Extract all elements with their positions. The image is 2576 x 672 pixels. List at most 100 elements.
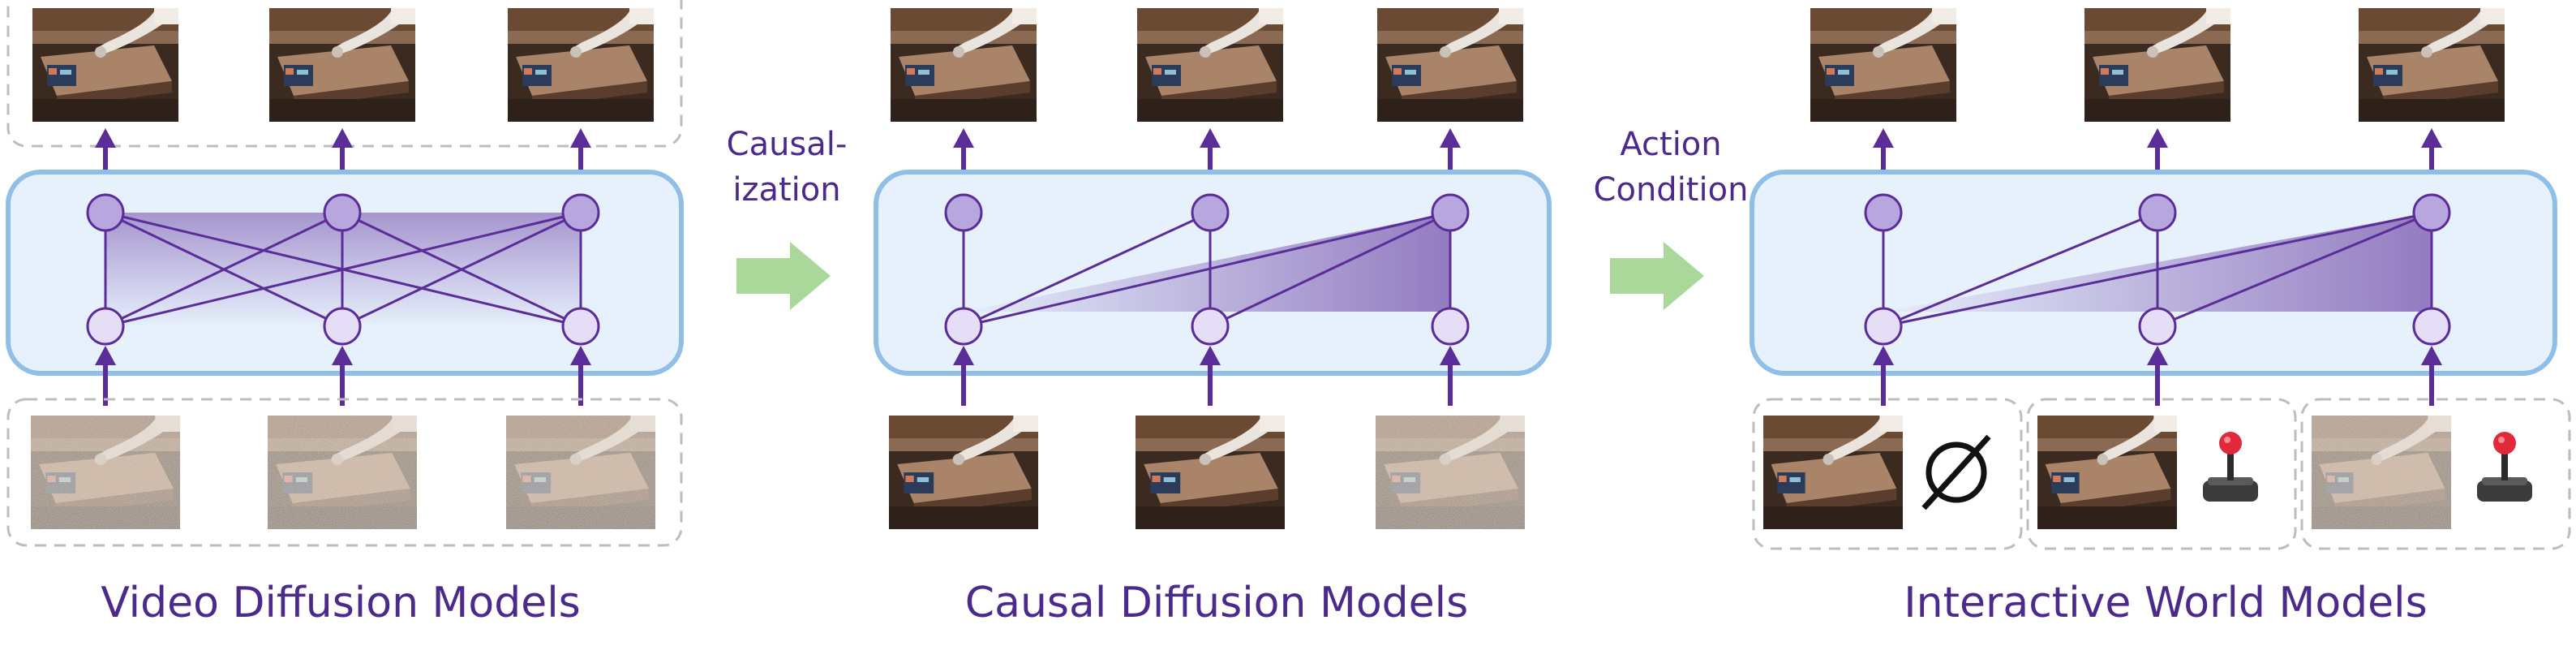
- joystick-knob: [2493, 432, 2516, 454]
- output-node: [323, 193, 362, 232]
- joystick-top: [2208, 477, 2253, 485]
- empty-set-slash: [1921, 434, 1991, 510]
- arrow-head: [1200, 128, 1221, 148]
- input-arrow: [1440, 346, 1461, 406]
- transition-line-2: ization: [732, 171, 841, 209]
- input-node: [1431, 307, 1470, 346]
- joystick-knob-highlight: [2498, 437, 2505, 443]
- input-arrow: [953, 346, 974, 406]
- output-frame: [2084, 8, 2230, 122]
- noise-grain: [2312, 416, 2451, 529]
- frame-image: [269, 8, 415, 122]
- input-node: [1864, 307, 1903, 346]
- attention-edge: [105, 211, 343, 328]
- arrow-head: [1440, 346, 1461, 365]
- action-input-group-border: [2300, 398, 2571, 550]
- attention-edge: [963, 211, 1451, 328]
- joystick-knob-highlight: [2224, 437, 2230, 443]
- transition-arrow-shaft: [736, 258, 793, 294]
- arrow-head: [1200, 346, 1221, 365]
- action-input-group-border: [1752, 398, 2023, 550]
- output-node: [1864, 193, 1903, 232]
- output-frame: [508, 8, 654, 122]
- joystick-base: [2203, 480, 2258, 502]
- noisy-input-frame: [2312, 416, 2451, 529]
- arrow-head: [1440, 128, 1461, 148]
- panel-title-causal-diffusion: Causal Diffusion Models: [964, 579, 1469, 627]
- input-arrow: [2421, 346, 2442, 406]
- frame-image: [889, 416, 1038, 529]
- input-node: [561, 307, 600, 346]
- transition-arrow-shaft: [1610, 258, 1667, 294]
- attention-edge: [1209, 211, 1451, 328]
- panel-title-interactive-world: Interactive World Models: [1904, 579, 2428, 627]
- joystick-stick: [2227, 448, 2234, 480]
- arrow-head: [570, 346, 591, 365]
- output-node: [944, 193, 983, 232]
- output-node: [2412, 193, 2451, 232]
- arrow-head: [953, 346, 974, 365]
- arrow-head: [1873, 128, 1894, 148]
- arrow-head: [2421, 128, 2442, 148]
- transition-line-2: Condition: [1593, 171, 1749, 209]
- joystick-top: [2482, 477, 2527, 485]
- input-arrow: [2147, 346, 2168, 406]
- arrow-head: [95, 346, 116, 365]
- frame-image: [2084, 8, 2230, 122]
- joystick-icon: [2203, 432, 2258, 502]
- noisy-input-frame: [506, 416, 655, 529]
- input-group-dashed-border: [6, 398, 683, 547]
- frame-image: [1136, 416, 1285, 529]
- input-arrow: [1200, 346, 1221, 406]
- arrow-head: [1873, 346, 1894, 365]
- transition-label-action-condition: Action Condition: [1590, 122, 1752, 213]
- arrow-head: [2147, 346, 2168, 365]
- frame-image: [32, 8, 178, 122]
- attention-edge: [1883, 211, 2158, 328]
- frame-image: [1810, 8, 1956, 122]
- output-frame: [269, 8, 415, 122]
- frame-image: [1137, 8, 1283, 122]
- output-frame: [1137, 8, 1283, 122]
- attention-edge: [963, 211, 1211, 328]
- output-frame: [891, 8, 1037, 122]
- arrow-head: [2147, 128, 2168, 148]
- transition-arrow-head: [790, 242, 831, 310]
- arrow-head: [95, 128, 116, 148]
- frame-image: [1763, 416, 1903, 529]
- input-node: [1191, 307, 1230, 346]
- action-input-group-border: [2026, 398, 2297, 550]
- panel-title-video-diffusion: Video Diffusion Models: [101, 579, 581, 627]
- output-node: [1191, 193, 1230, 232]
- clean-input-frame: [1136, 416, 1285, 529]
- output-frame: [2359, 8, 2505, 122]
- output-node: [86, 193, 125, 232]
- transition-arrow: [736, 242, 831, 310]
- empty-set-circle: [1926, 442, 1987, 503]
- frame-image: [2359, 8, 2505, 122]
- arrow-head: [570, 128, 591, 148]
- output-node: [2138, 193, 2177, 232]
- attention-edge: [2157, 211, 2432, 328]
- arrow-head: [2421, 346, 2442, 365]
- noisy-input-frame: [31, 416, 181, 529]
- output-node: [561, 193, 600, 232]
- frame-image: [1377, 8, 1523, 122]
- noise-grain: [31, 416, 181, 529]
- clean-input-frame: [2037, 416, 2177, 529]
- noisy-input-frame: [268, 416, 417, 529]
- output-frame: [1810, 8, 1956, 122]
- input-node: [2412, 307, 2451, 346]
- arrow-head: [953, 128, 974, 148]
- clean-input-frame: [1763, 416, 1903, 529]
- transition-line-1: Causal-: [726, 126, 848, 163]
- arrow-head: [332, 128, 353, 148]
- input-node: [944, 307, 983, 346]
- input-node: [2138, 307, 2177, 346]
- frame-image: [891, 8, 1037, 122]
- input-node: [323, 307, 362, 346]
- input-arrow: [1873, 346, 1894, 406]
- clean-input-frame: [889, 416, 1038, 529]
